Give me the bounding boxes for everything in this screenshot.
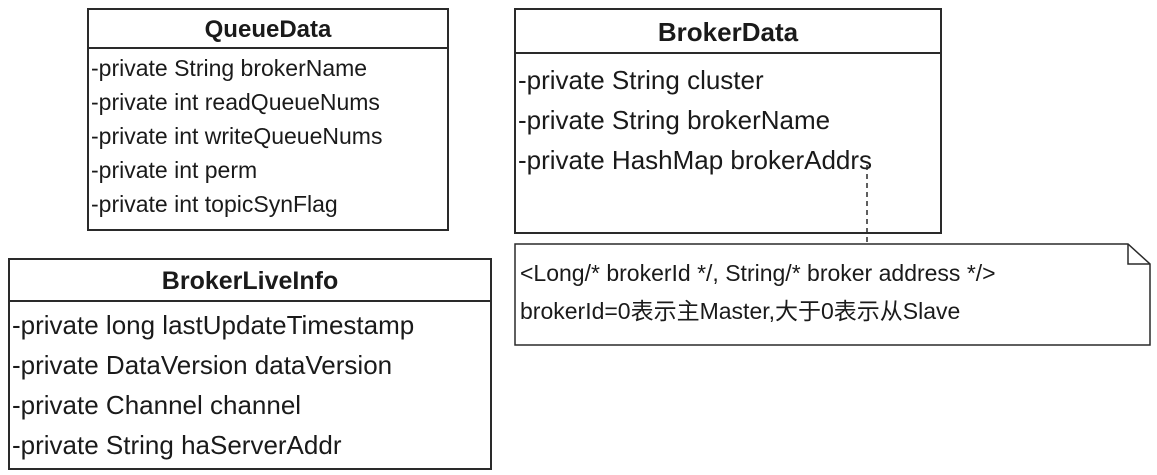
brokerliveinfo-attributes: -private long lastUpdateTimestamp -priva… — [10, 302, 490, 465]
queuedata-attribute: -private int readQueueNums — [91, 89, 380, 115]
brokerdata-attributes: -private String cluster -private String … — [516, 54, 940, 180]
brokerliveinfo-class: BrokerLiveInfo -private long lastUpdateT… — [8, 258, 492, 470]
brokerdata-class-title: BrokerData — [516, 10, 940, 54]
queuedata-attribute: -private int perm — [91, 157, 258, 183]
queuedata-class-title: QueueData — [89, 10, 447, 49]
queuedata-attributes: -private String brokerName -private int … — [89, 49, 447, 221]
brokerdata-attribute: -private HashMap brokerAddrs — [518, 145, 873, 175]
brokerliveinfo-attribute: -private Channel channel — [12, 390, 302, 420]
brokerliveinfo-attribute: -private long lastUpdateTimestamp — [12, 310, 415, 340]
queuedata-attribute: -private int topicSynFlag — [91, 191, 338, 217]
brokerliveinfo-attribute: -private DataVersion dataVersion — [12, 350, 393, 380]
brokerliveinfo-attribute: -private String haServerAddr — [12, 430, 342, 460]
note-line-description: brokerId=0表示主Master,大于0表示从Slave — [520, 298, 961, 324]
queuedata-class: QueueData -private String brokerName -pr… — [87, 8, 449, 231]
queuedata-attribute: -private String brokerName — [91, 55, 368, 81]
note-line-type: <Long/* brokerId */, String/* broker add… — [520, 260, 996, 286]
queuedata-attribute: -private int writeQueueNums — [91, 123, 383, 149]
brokerliveinfo-class-title: BrokerLiveInfo — [10, 260, 490, 302]
note-content: <Long/* brokerId */, String/* broker add… — [520, 254, 1150, 330]
brokerdata-attribute: -private String cluster — [518, 65, 764, 95]
brokerdata-attribute: -private String brokerName — [518, 105, 831, 135]
brokerdata-class: BrokerData -private String cluster -priv… — [514, 8, 942, 234]
